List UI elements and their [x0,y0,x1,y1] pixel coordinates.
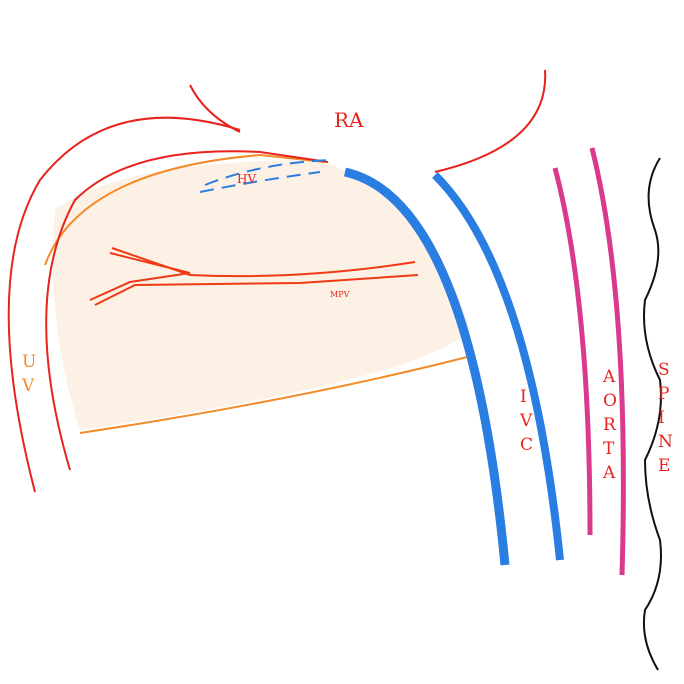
liver-outline-bottom [79,354,476,434]
liver-shading [52,160,471,430]
umbilical-vein-outer [7,116,241,493]
aorta-right-wall [589,147,626,576]
label-main-portal-vein: MPV [330,290,350,299]
hepatic-vein-lower [199,171,321,193]
mpv-inner [89,252,191,301]
mpv-upper [111,247,416,278]
label-ivc: I V C [520,387,534,455]
label-right-atrium: RA [334,108,364,132]
ivc-right-wall [432,172,564,561]
hepatic-vein-upper [204,159,331,186]
umbilical-vein-inner [45,150,329,471]
ra-curve-left [189,84,241,133]
spine-outline [642,157,662,671]
label-hepatic-vein: HV [237,172,257,186]
label-spine: S P I N E [658,360,673,476]
ra-curve-right [434,69,547,173]
label-umbilical-vein: U V [22,352,37,396]
mpv-lower [94,274,419,306]
aorta-left-wall [552,167,593,536]
ivc-left-wall [343,167,510,566]
label-aorta: A O R T A [603,367,617,483]
